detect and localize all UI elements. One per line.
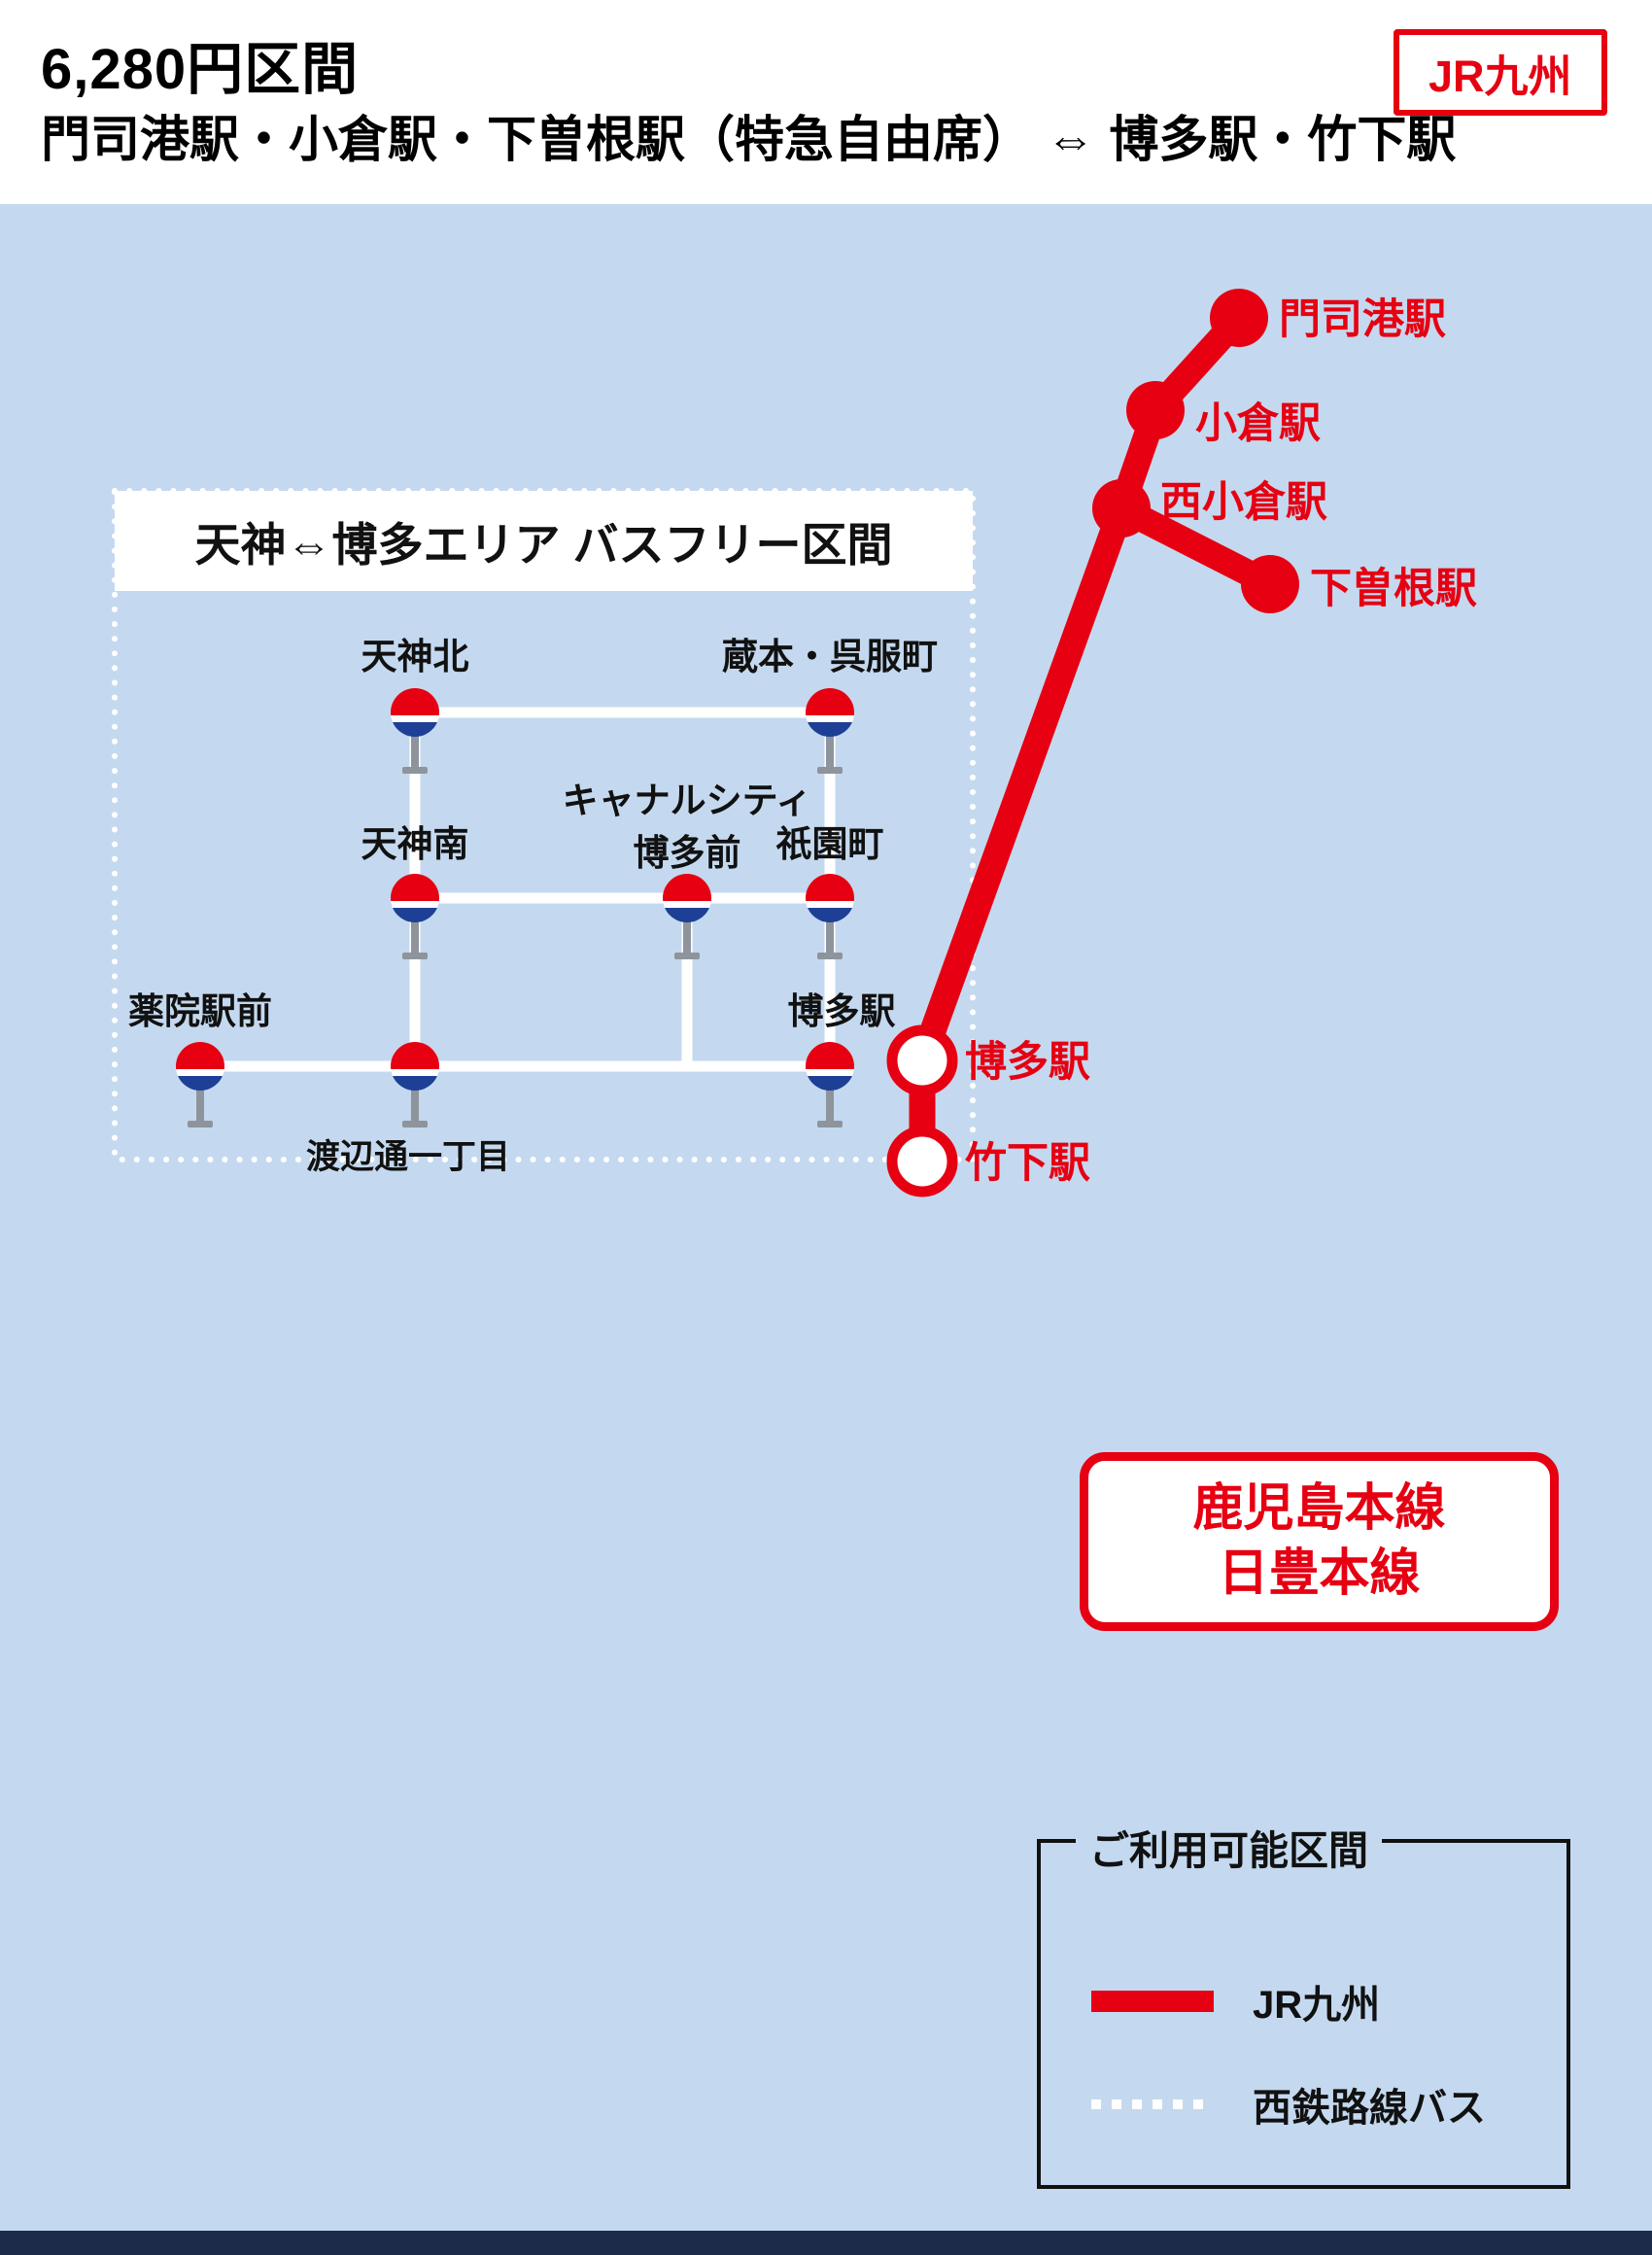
footer-bar xyxy=(0,2231,1652,2255)
station-label-nishikokura: 西小倉駅 xyxy=(1160,479,1327,526)
bus-stop-label-canal-city-line1: キャナルシティ xyxy=(562,781,812,820)
rail-line-names-box: 鹿児島本線 日豊本線 xyxy=(1080,1452,1559,1631)
bus-stop-canal-city-hakata-mae xyxy=(662,873,712,959)
bus-stop-tenjin-kita xyxy=(390,687,440,774)
bus-stop-kuramoto-gofukumachi xyxy=(805,687,855,774)
bus-stop-gionmachi xyxy=(805,873,855,959)
bus-stop-label-hakata-bus: 博多駅 xyxy=(787,991,896,1031)
legend-item-bus: 西鉄路線バス xyxy=(1091,2076,1486,2133)
legend-item-jr: JR九州 xyxy=(1091,1973,1380,2030)
rail-segment-nishikokura-hakata xyxy=(909,495,1135,1074)
rail-line-name-kagoshima: 鹿児島本線 xyxy=(1192,1480,1446,1538)
fare-title: 6,280円区間 xyxy=(41,38,360,101)
route-title: 門司港駅・小倉駅・下曽根駅（特急自由席） ⇔ 博多駅・竹下駅 xyxy=(41,112,1457,167)
bus-stop-label-yakuin: 薬院駅前 xyxy=(128,991,272,1031)
station-label-hakata: 博多駅 xyxy=(965,1039,1090,1086)
legend-label-bus: 西鉄路線バス xyxy=(1253,2087,1486,2130)
legend-label-jr: JR九州 xyxy=(1253,1984,1381,2027)
station-circle-takeshita xyxy=(886,1126,958,1197)
station-label-kokura: 小倉駅 xyxy=(1195,400,1321,447)
station-circle-kokura xyxy=(1126,381,1185,439)
bus-stop-label-watanabedori: 渡辺通一丁目 xyxy=(305,1138,511,1176)
station-circle-hakata xyxy=(886,1024,958,1096)
station-circle-shimosone xyxy=(1241,555,1299,613)
bus-stop-yakuin-ekimae xyxy=(175,1041,225,1128)
jr-line-swatch xyxy=(1091,1991,1214,2012)
bus-stop-watanabedori-itchome xyxy=(390,1041,440,1128)
bus-free-zone-title: 天神⇔博多エリア バスフリー区間 xyxy=(115,491,973,591)
bus-stop-label-canal-city-line2: 博多前 xyxy=(633,833,741,873)
station-label-shimosone: 下曽根駅 xyxy=(1310,566,1477,612)
bus-stop-label-canal-city: キャナルシティ 博多前 xyxy=(563,771,812,876)
bus-stop-label-gionmachi: 祇園町 xyxy=(775,824,884,864)
bus-stop-label-kuramoto: 蔵本・呉服町 xyxy=(722,637,938,676)
legend-box: ご利用可能区間 JR九州 西鉄路線バス xyxy=(1037,1818,1570,2189)
bus-stop-tenjin-minami xyxy=(390,873,440,959)
station-label-mojiko: 門司港駅 xyxy=(1279,296,1446,343)
station-circle-mojiko xyxy=(1210,289,1268,347)
operator-badge: JR九州 xyxy=(1394,29,1607,116)
rail-line-name-nippo: 日豊本線 xyxy=(1218,1545,1421,1602)
bus-stop-label-tenjin-kita: 天神北 xyxy=(361,637,469,676)
bus-stop-hakata-eki xyxy=(805,1041,855,1128)
legend-title: ご利用可能区間 xyxy=(1076,1818,1382,1876)
station-circle-nishikokura xyxy=(1092,479,1151,538)
bus-route-lines xyxy=(194,707,836,1072)
station-label-takeshita: 竹下駅 xyxy=(965,1140,1090,1187)
bus-dotted-line-swatch xyxy=(1091,2099,1214,2109)
bus-stop-label-tenjin-minami: 天神南 xyxy=(361,824,469,864)
